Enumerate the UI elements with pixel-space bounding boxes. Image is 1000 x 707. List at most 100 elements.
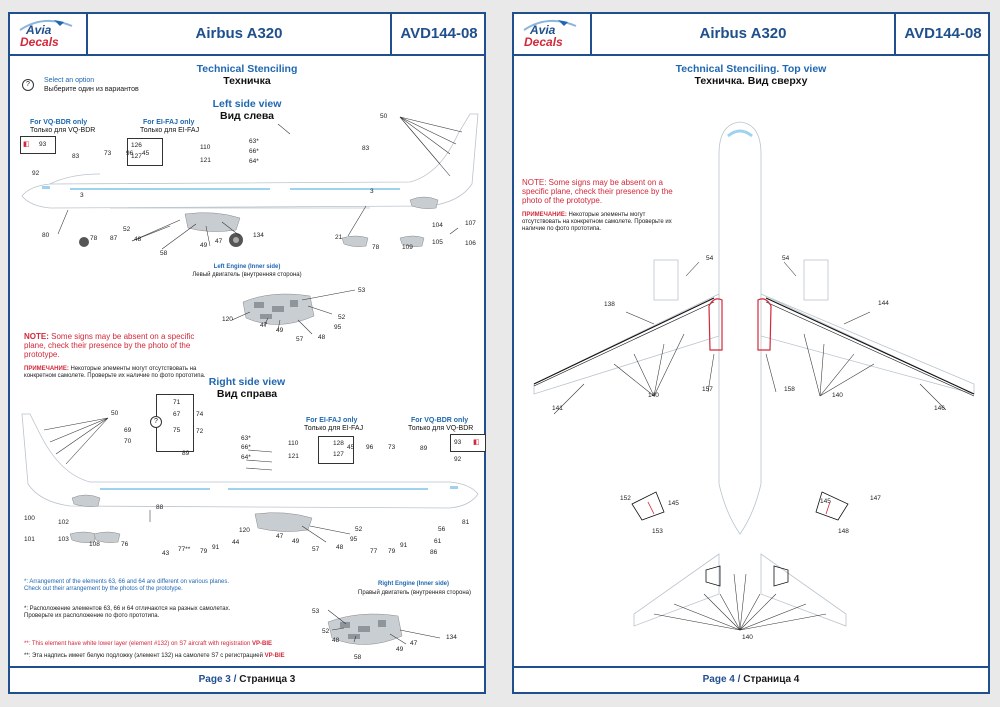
footer-en-right: Page 4	[702, 674, 735, 685]
page-3-sheet: Avia Decals Airbus A320 AVD144-08 Techni…	[8, 12, 486, 694]
logo-top-text-right: Avia	[530, 23, 556, 37]
label-146: 146	[934, 405, 945, 412]
label-145b: 145	[820, 498, 831, 505]
label-79: 79	[200, 548, 208, 555]
footnote-2-en-reg: VP-BIE	[252, 641, 273, 647]
label-104: 104	[432, 222, 443, 229]
label-76: 76	[121, 541, 129, 548]
label-141: 141	[552, 405, 563, 412]
label-96b: 96	[366, 444, 374, 451]
label-93: 93	[39, 141, 47, 148]
label-89b: 89	[420, 445, 428, 452]
label-47c: 47	[276, 533, 284, 540]
label-43: 43	[162, 550, 170, 557]
label-63b: 63*	[241, 435, 251, 442]
right-engine-heading-en: Right Engine (Inner side)	[378, 581, 450, 587]
label-47: 47	[215, 238, 223, 245]
logo-bottom-text: Decals	[20, 35, 59, 49]
vqbdr-note-en: For VQ-BDR only	[30, 119, 88, 126]
label-57: 57	[296, 336, 304, 343]
footer-ru-right: Страница 4	[743, 674, 800, 685]
logo-bottom-text-right: Decals	[524, 35, 563, 49]
footnote-1-en: *: Arrangement of the elements 63, 66 an…	[24, 579, 230, 592]
label-64: 64*	[249, 158, 259, 165]
label-81: 81	[462, 519, 470, 526]
eifaj-note-ru-2: Только для EI-FAJ	[304, 425, 364, 432]
page-header: Avia Decals Airbus A320 AVD144-08	[10, 14, 484, 56]
label-120b: 120	[239, 527, 250, 534]
note-text: Some signs may be absent on a specific p…	[24, 332, 195, 359]
left-engine-heading-ru: Левый двигатель (внутренняя сторона)	[192, 272, 302, 278]
footnote-2-en: **: This element have white lower layer …	[24, 641, 354, 648]
label-92b: 92	[454, 456, 462, 463]
label-134: 134	[253, 232, 264, 239]
label-100: 100	[24, 515, 35, 522]
label-66b: 66*	[241, 444, 251, 451]
note-block-ru: ПРИМЕЧАНИЕ: Некоторые элементы могут отс…	[24, 366, 224, 380]
option-hint-ru: Выберите один из вариантов	[44, 86, 139, 93]
label-66: 66*	[249, 148, 259, 155]
top-view-heading-ru: Техничка. Вид сверху	[694, 75, 808, 87]
vqbdr-note-en-2: For VQ-BDR only	[411, 417, 469, 424]
label-50: 50	[380, 113, 388, 120]
label-48d: 48	[332, 637, 340, 644]
top-view-heading-en: Technical Stenciling. Top view	[675, 63, 827, 75]
label-127b: 127	[333, 451, 344, 458]
label-78: 78	[90, 235, 98, 242]
label-152: 152	[620, 495, 631, 502]
label-71: 71	[173, 399, 181, 406]
label-49: 49	[200, 242, 208, 249]
label-134b: 134	[446, 634, 457, 641]
note-label: NOTE:	[24, 332, 49, 341]
right-engine-heading-ru: Правый двигатель (внутренняя сторона)	[358, 590, 471, 596]
option-symbol-right-icon: ?	[150, 416, 162, 428]
label-77s: 77**	[178, 546, 191, 553]
label-3b: 3	[370, 188, 374, 195]
label-49d: 49	[396, 646, 404, 653]
page-header-right: Avia Decals Airbus A320 AVD144-08	[514, 14, 988, 56]
label-67: 67	[173, 411, 181, 418]
label-126: 126	[131, 142, 142, 149]
label-140b: 140	[832, 392, 843, 399]
label-95b: 95	[350, 536, 358, 543]
vqbdr-box-left: ◧ 93	[20, 136, 56, 154]
product-code-right: AVD144-08	[904, 25, 982, 42]
page-4-sheet: Avia Decals Airbus A320 AVD144-08 Techni…	[512, 12, 990, 694]
red-stencil-right-icon: ◧	[473, 439, 480, 446]
note-block-en: NOTE: Some signs may be absent on a spec…	[24, 332, 214, 359]
label-91: 91	[212, 544, 220, 551]
label-21: 21	[335, 234, 343, 241]
avia-decals-logo-right: Avia Decals	[518, 16, 582, 52]
label-75: 75	[173, 427, 181, 434]
label-79b: 79	[388, 548, 396, 555]
logo-swoosh-icon	[19, 19, 73, 31]
label-109: 109	[402, 244, 413, 251]
note-en-right: NOTE: Some signs may be absent on a spec…	[522, 178, 673, 205]
label-92: 92	[32, 170, 40, 177]
label-73b: 73	[388, 444, 396, 451]
top-view-drawing	[533, 121, 975, 631]
label-73: 73	[104, 150, 112, 157]
label-89: 89	[182, 450, 190, 457]
label-93b: 93	[454, 439, 462, 446]
label-121: 121	[200, 157, 211, 164]
label-147: 147	[870, 495, 881, 502]
label-56: 56	[438, 526, 446, 533]
label-63: 63*	[249, 138, 259, 145]
left-side-view-drawing	[21, 113, 479, 645]
label-45: 45	[142, 150, 150, 157]
note-ru-label: ПРИМЕЧАНИЕ:	[24, 366, 69, 372]
eifaj-box-right: 128 127	[318, 436, 354, 464]
label-70: 70	[124, 438, 132, 445]
label-74: 74	[196, 411, 204, 418]
note-ru-right: ПРИМЕЧАНИЕ: Некоторые элементы могут отс…	[522, 212, 672, 233]
label-121b: 121	[288, 453, 299, 460]
label-108: 108	[89, 541, 100, 548]
left-engine-heading-en: Left Engine (Inner side)	[213, 264, 281, 270]
label-102: 102	[58, 519, 69, 526]
label-52d: 52	[322, 628, 330, 635]
footnote-2-ru-text: **: Эта надпись имеет белую подложку (эл…	[24, 653, 265, 659]
footnote-1-ru: *: Расположение элементов 63, 66 и 64 от…	[24, 606, 231, 619]
label-52: 52	[123, 226, 131, 233]
label-64b: 64*	[241, 454, 251, 461]
